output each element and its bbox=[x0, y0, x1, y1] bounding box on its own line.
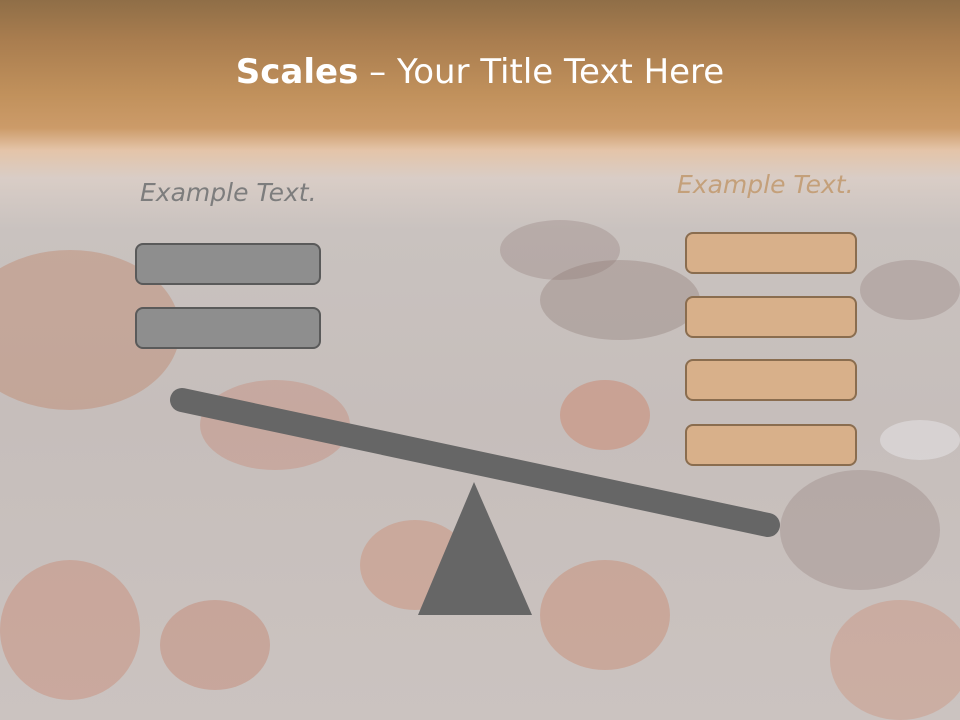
left-example-label: Example Text. bbox=[140, 178, 317, 207]
background-rock bbox=[880, 420, 960, 460]
background-rock bbox=[500, 220, 620, 280]
right-weight-box bbox=[685, 359, 857, 401]
background-rock bbox=[830, 600, 960, 720]
right-weight-box bbox=[685, 424, 857, 466]
title-rest: – Your Title Text Here bbox=[358, 52, 725, 92]
scale-fulcrum bbox=[418, 482, 532, 615]
background-rock bbox=[780, 470, 940, 590]
background-rock bbox=[0, 560, 140, 700]
right-example-label: Example Text. bbox=[677, 170, 854, 199]
background-rock bbox=[860, 260, 960, 320]
background-rock bbox=[540, 260, 700, 340]
right-weight-box bbox=[685, 232, 857, 274]
left-weight-box bbox=[135, 307, 321, 349]
scale-beam bbox=[170, 388, 780, 537]
slide-title: Scales – Your Title Text Here bbox=[0, 52, 960, 92]
background-rock bbox=[540, 560, 670, 670]
background-rock bbox=[160, 600, 270, 690]
background-rock bbox=[560, 380, 650, 450]
title-bold: Scales bbox=[235, 52, 359, 92]
left-weight-box bbox=[135, 243, 321, 285]
right-weight-box bbox=[685, 296, 857, 338]
